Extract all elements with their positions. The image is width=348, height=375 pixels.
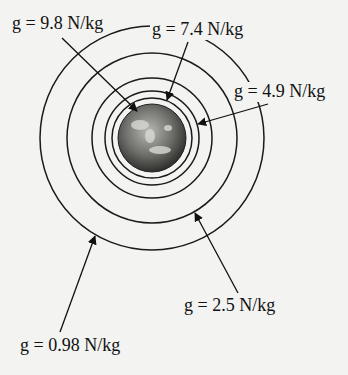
earth — [118, 104, 186, 172]
ring — [105, 91, 199, 185]
leader-arrow — [62, 38, 137, 111]
field-strength-label: g = 4.9 N/kg — [232, 82, 327, 102]
leader-arrow — [60, 236, 95, 332]
field-strength-label: g = 0.98 N/kg — [18, 336, 122, 356]
ring — [67, 53, 237, 223]
leader-arrow — [195, 213, 238, 293]
ring — [92, 78, 212, 198]
field-strength-label: g = 2.5 N/kg — [182, 296, 277, 316]
field-strength-label: g = 9.8 N/kg — [10, 14, 105, 34]
leader-arrow — [167, 42, 188, 100]
field-strength-label: g = 7.4 N/kg — [150, 20, 245, 40]
earth-clouds — [131, 120, 172, 154]
field-rings — [40, 26, 264, 250]
leader-arrow — [198, 104, 268, 124]
ring — [112, 98, 192, 178]
ring — [40, 26, 264, 250]
